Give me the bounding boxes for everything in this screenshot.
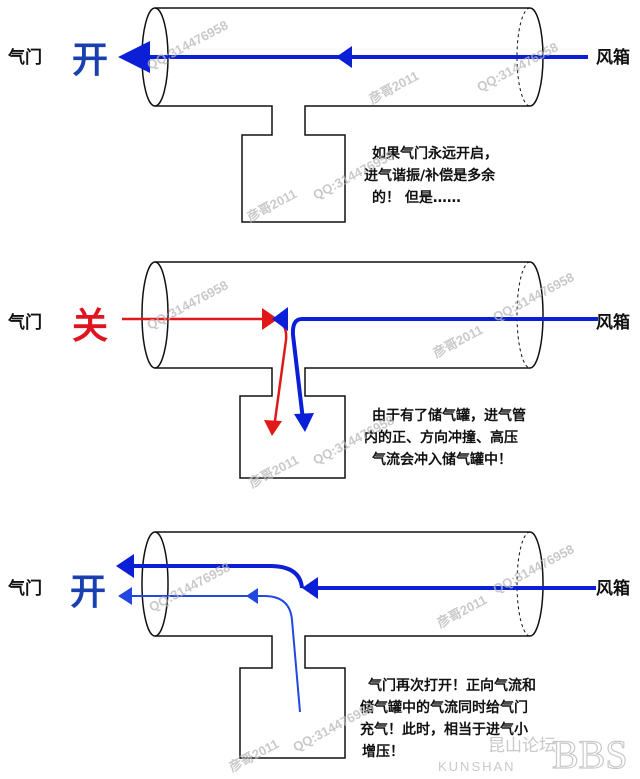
panel-valve-reopened: 气门 风箱 开 气门再次打开！正向气流和 储气罐中的气流同时给气门 充气！此时，… <box>7 531 630 760</box>
logo-chinese: 昆山论坛 <box>488 736 556 756</box>
mid-arrowhead <box>336 46 352 68</box>
watermark-author: 彦哥2011 <box>430 322 485 361</box>
caption-line: 气流会冲入储气罐中！ <box>371 451 512 468</box>
caption-line: 充气！此时，相当于进气小 <box>360 721 528 738</box>
watermark-qq: QQ:314476958 <box>144 277 230 332</box>
reservoir-end-arrowhead <box>118 587 132 605</box>
watermark-qq: QQ:314476958 <box>490 269 576 324</box>
watermark-author: 彦哥2011 <box>244 186 299 225</box>
watermark-author: 彦哥2011 <box>226 736 281 775</box>
reflected-flow-arrow <box>122 317 288 429</box>
valve-state-label: 开 <box>70 571 106 613</box>
panel-valve-closed: 气门 风箱 关 由于有了储气罐，进气管 内的正、方向冲撞、高压 气流会冲入储气罐… <box>7 261 630 479</box>
forward-mid-arrowhead <box>302 577 318 599</box>
airbox-label: 风箱 <box>596 312 630 333</box>
caption-line: 进气谐振/补偿是多余 <box>364 167 496 184</box>
caption-line: 增压！ <box>362 743 404 760</box>
caption-line: 由于有了储气罐，进气管 <box>372 407 526 424</box>
watermark-author: 彦哥2011 <box>434 592 489 631</box>
combined-end-arrowhead <box>116 554 134 578</box>
caption-line: 储气罐中的气流同时给气门 <box>359 699 528 716</box>
watermark-qq: QQ:314476958 <box>144 17 230 72</box>
reservoir-flow-arrow <box>130 595 301 713</box>
caption-line: 气门再次打开！正向气流和 <box>367 677 536 694</box>
valve-label: 气门 <box>7 312 42 333</box>
intake-pipe <box>141 531 544 759</box>
airbox-label: 风箱 <box>596 578 630 599</box>
caption-line: 如果气门永远开启， <box>372 145 498 162</box>
reflected-mid-arrowhead <box>262 308 278 330</box>
watermark-author: 彦哥2011 <box>246 452 301 491</box>
logo-english: KUNSHAN <box>438 759 516 774</box>
forward-flow-arrow <box>290 317 598 421</box>
forum-logo: 昆山论坛 KUNSHAN BBS <box>438 731 628 777</box>
valve-label: 气门 <box>7 578 42 599</box>
combined-flow-arrow <box>128 564 304 589</box>
forward-mid-arrowhead <box>272 307 288 331</box>
caption-line: 的！ 但是…… <box>372 189 461 206</box>
reflected-end-arrowhead <box>264 420 282 436</box>
valve-state-label: 关 <box>72 305 108 347</box>
reservoir-mid-arrowhead <box>246 588 258 604</box>
intake-pipe <box>141 261 544 479</box>
airbox-label: 风箱 <box>596 47 630 68</box>
logo-bbs: BBS <box>552 732 628 777</box>
forward-end-arrowhead <box>294 413 314 432</box>
caption-line: 内的正、方向冲撞、高压 <box>364 429 518 446</box>
panel-valve-open: 气门 风箱 开 如果气门永远开启， 进气谐振/补偿是多余 的！ 但是…… <box>7 7 630 223</box>
valve-label: 气门 <box>7 47 42 68</box>
watermark-author: 彦哥2011 <box>366 68 421 107</box>
valve-state-label: 开 <box>72 39 108 81</box>
watermarks: 彦哥2011 QQ:314476958 QQ:314476958 彦哥2011 … <box>144 17 576 774</box>
